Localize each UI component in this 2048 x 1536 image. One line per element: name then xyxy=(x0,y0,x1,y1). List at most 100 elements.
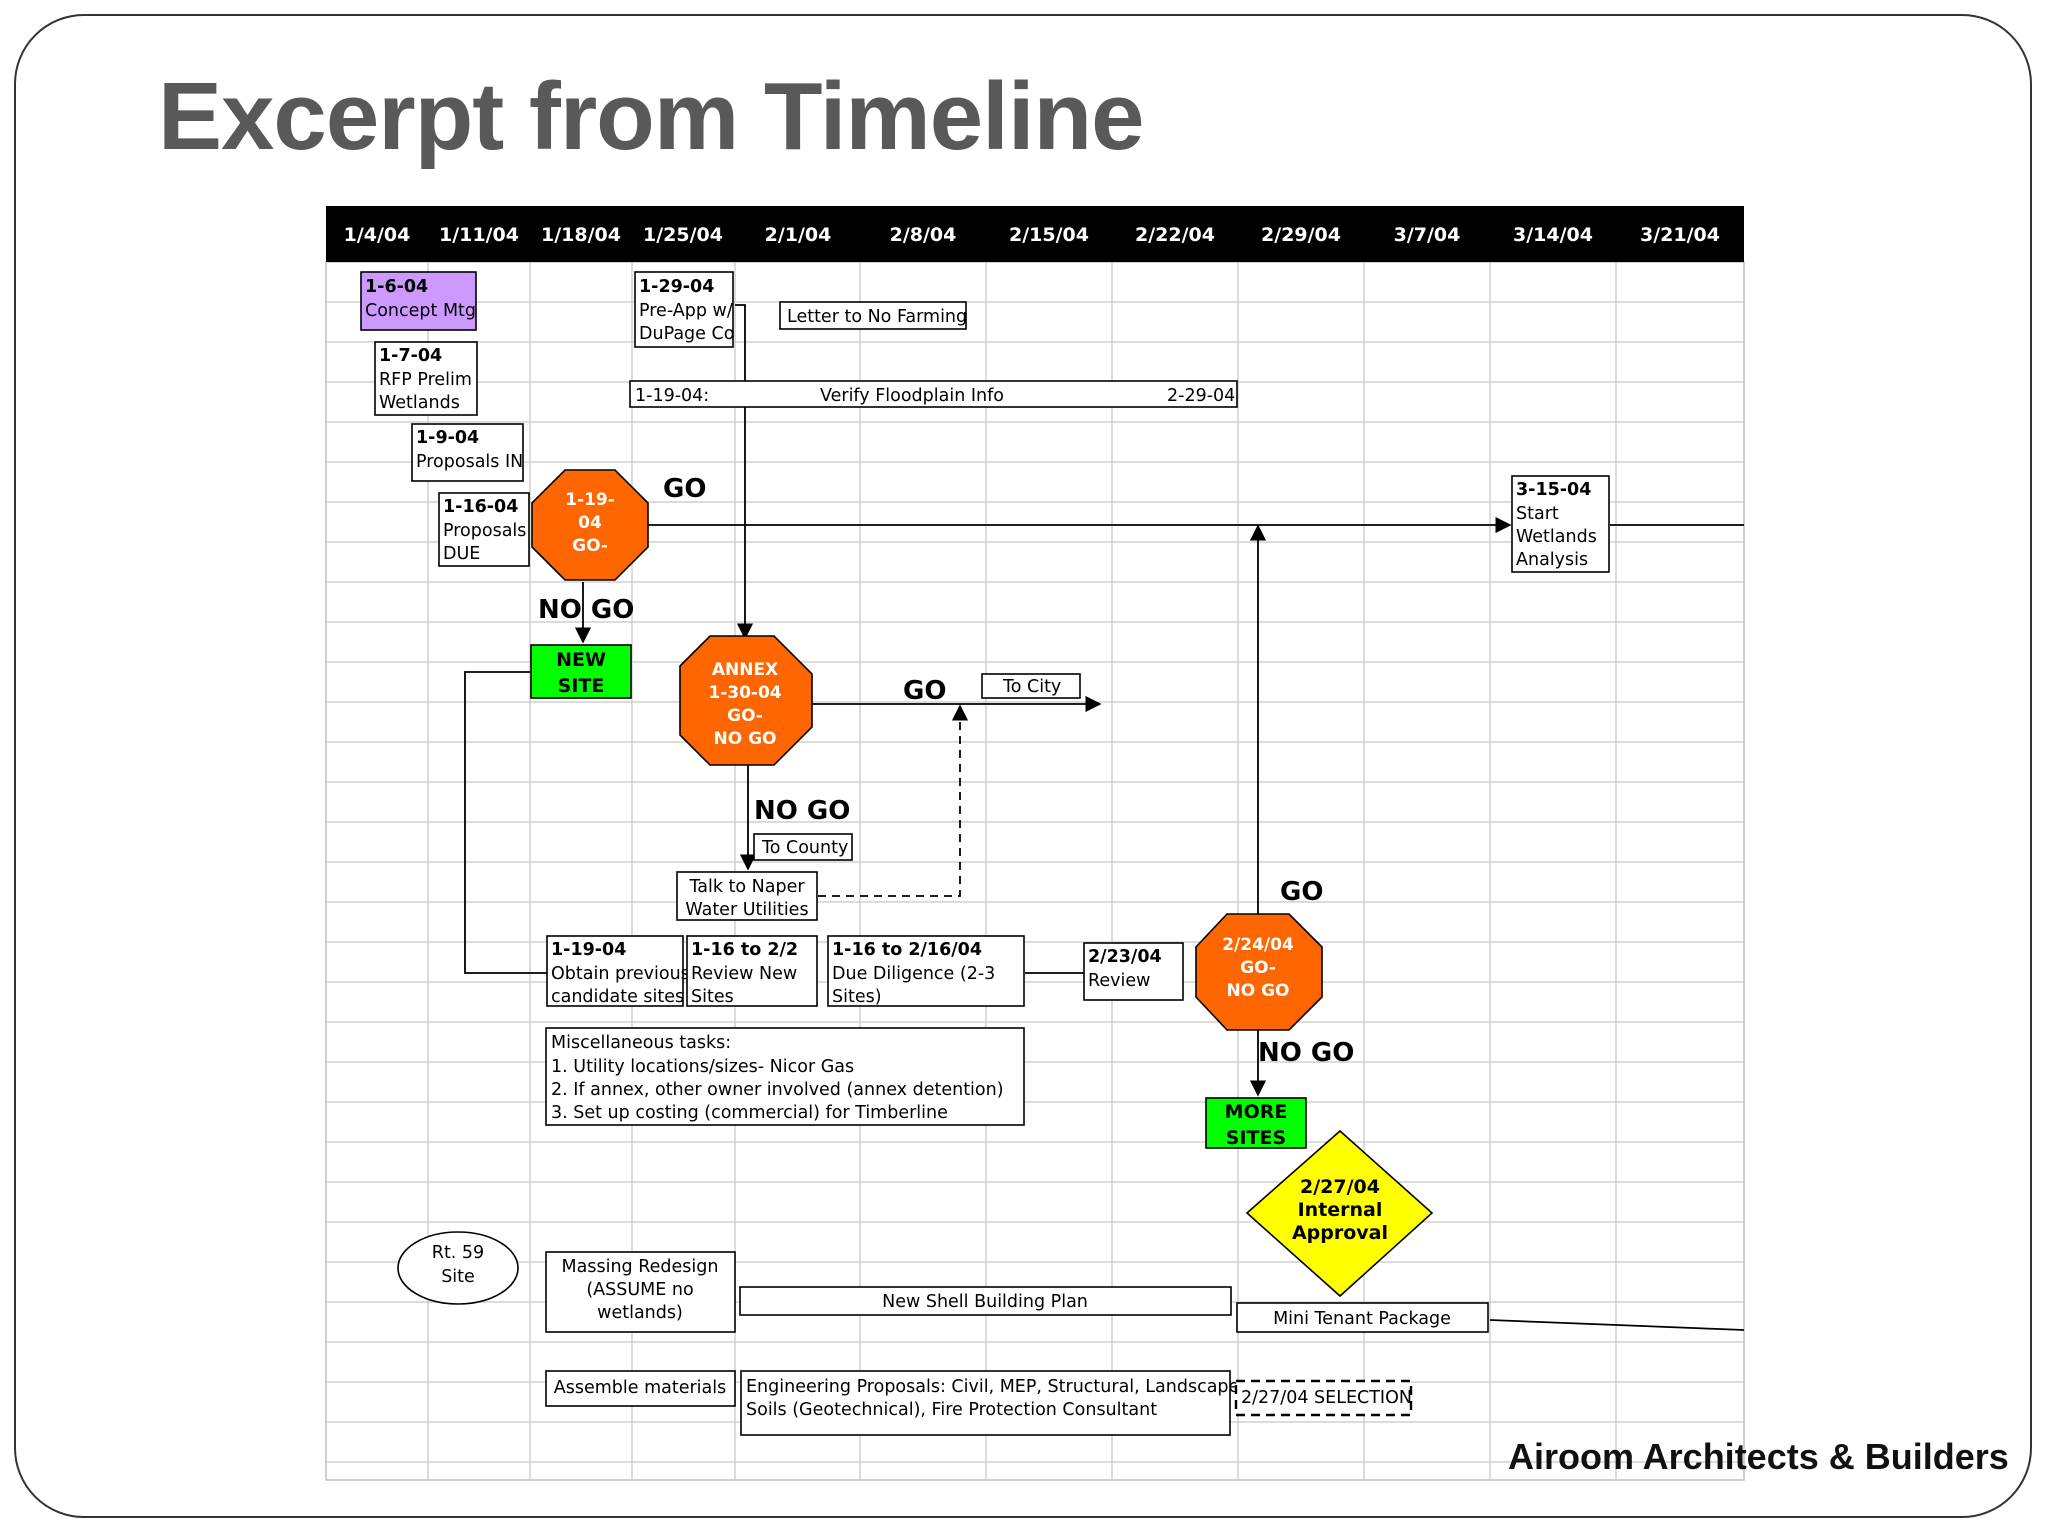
svg-text:NO GO: NO GO xyxy=(713,729,776,749)
date-label: 3/7/04 xyxy=(1394,224,1461,246)
review-new-sites-box: 1-16 to 2/2 Review New Sites xyxy=(686,935,818,1007)
svg-text:To City: To City xyxy=(1002,677,1061,697)
slide-title: Excerpt from Timeline xyxy=(158,63,1145,170)
more-sites-box: MORE SITES xyxy=(1205,1097,1307,1149)
svg-text:3. Set up costing (commercial): 3. Set up costing (commercial) for Timbe… xyxy=(551,1103,948,1123)
date-label: 1/25/04 xyxy=(643,224,723,246)
svg-text:Talk to Naper: Talk to Naper xyxy=(688,877,805,897)
go-label: GO xyxy=(903,676,946,706)
date-label: 2/15/04 xyxy=(1009,224,1089,246)
svg-text:1-19-04:: 1-19-04: xyxy=(635,386,709,406)
go-label: GO xyxy=(1280,877,1323,907)
svg-text:Sites): Sites) xyxy=(832,987,882,1007)
svg-text:Miscellaneous tasks:: Miscellaneous tasks: xyxy=(551,1033,731,1053)
due-diligence-box: 1-16 to 2/16/04 Due Diligence (2-3 Sites… xyxy=(827,935,1025,1007)
svg-text:SITE: SITE xyxy=(558,675,605,697)
svg-text:Rt. 59: Rt. 59 xyxy=(432,1243,484,1263)
date-label: 1/4/04 xyxy=(344,224,411,246)
svg-text:2/27/04 SELECTION: 2/27/04 SELECTION xyxy=(1241,1388,1412,1408)
svg-text:Proposals IN: Proposals IN xyxy=(416,452,523,472)
rt-59-site-ellipse: Rt. 59 Site xyxy=(397,1231,519,1305)
date-label: 3/14/04 xyxy=(1513,224,1593,246)
svg-text:wetlands): wetlands) xyxy=(597,1303,683,1323)
pre-app-box: 1-29-04 Pre-App w/ DuPage Co xyxy=(634,271,734,348)
svg-text:Review: Review xyxy=(1088,971,1150,991)
svg-text:Assemble materials: Assemble materials xyxy=(554,1378,726,1398)
rfp-prelim-box: 1-7-04 RFP Prelim Wetlands xyxy=(374,341,478,416)
concept-date: 1-6-04 xyxy=(365,277,428,297)
no-go-label: NO GO xyxy=(1258,1038,1354,1068)
decision-annex-octagon: ANNEX 1-30-04 GO- NO GO xyxy=(679,635,813,766)
svg-text:ANNEX: ANNEX xyxy=(712,660,778,680)
new-shell-plan-bar: New Shell Building Plan xyxy=(739,1286,1232,1316)
internal-approval-diamond: 2/27/04 Internal Approval xyxy=(1245,1129,1434,1298)
svg-text:New Shell Building Plan: New Shell Building Plan xyxy=(882,1292,1088,1312)
date-label: 1/11/04 xyxy=(439,224,519,246)
svg-text:Analysis: Analysis xyxy=(1516,550,1588,570)
svg-text:1-9-04: 1-9-04 xyxy=(416,428,479,448)
svg-text:Sites: Sites xyxy=(691,987,734,1007)
svg-text:1-19-: 1-19- xyxy=(565,490,615,510)
svg-text:Pre-App w/: Pre-App w/ xyxy=(639,301,733,321)
svg-text:Start: Start xyxy=(1516,504,1559,524)
svg-text:2-29-04: 2-29-04 xyxy=(1167,386,1235,406)
no-go-label: NO GO xyxy=(754,796,850,826)
svg-text:Massing Redesign: Massing Redesign xyxy=(562,1257,719,1277)
decision-1-19-04-octagon: 1-19- 04 GO- xyxy=(531,469,649,581)
svg-text:1-30-04: 1-30-04 xyxy=(708,683,781,703)
svg-text:(ASSUME no: (ASSUME no xyxy=(586,1280,693,1300)
svg-text:DUE: DUE xyxy=(443,544,480,564)
proposals-due-box: 1-16-04 Proposals DUE xyxy=(438,492,530,567)
svg-text:Review New: Review New xyxy=(691,964,797,984)
svg-text:RFP Prelim: RFP Prelim xyxy=(379,370,472,390)
to-county-box: To County xyxy=(753,833,853,861)
misc-tasks-box: Miscellaneous tasks: 1. Utility location… xyxy=(545,1027,1025,1126)
svg-text:2/27/04: 2/27/04 xyxy=(1300,1176,1380,1198)
svg-text:Proposals: Proposals xyxy=(443,521,526,541)
svg-text:3-15-04: 3-15-04 xyxy=(1516,480,1591,500)
no-go-label: NO GO xyxy=(538,595,634,625)
svg-text:Soils (Geotechnical), Fire Pro: Soils (Geotechnical), Fire Protection Co… xyxy=(746,1400,1157,1420)
assemble-materials-box: Assemble materials xyxy=(545,1370,736,1407)
mini-tenant-package-box: Mini Tenant Package xyxy=(1236,1302,1489,1333)
svg-text:MORE: MORE xyxy=(1225,1101,1288,1123)
svg-text:Due Diligence (2-3: Due Diligence (2-3 xyxy=(832,964,995,984)
svg-text:1-16-04: 1-16-04 xyxy=(443,497,518,517)
svg-text:Site: Site xyxy=(441,1267,475,1287)
obtain-sites-box: 1-19-04 Obtain previous candidate sites xyxy=(546,935,690,1007)
date-label: 3/21/04 xyxy=(1640,224,1720,246)
engineering-proposals-box: Engineering Proposals: Civil, MEP, Struc… xyxy=(740,1370,1245,1436)
selection-dashed-box: 2/27/04 SELECTION xyxy=(1234,1379,1413,1417)
svg-text:Mini Tenant Package: Mini Tenant Package xyxy=(1273,1309,1451,1329)
svg-text:1-16 to 2/2: 1-16 to 2/2 xyxy=(691,940,798,960)
svg-text:DuPage Co: DuPage Co xyxy=(639,324,734,344)
decision-2-24-04-octagon: 2/24/04 GO- NO GO xyxy=(1195,913,1323,1031)
svg-text:Letter to No Farming: Letter to No Farming xyxy=(787,307,967,327)
svg-text:1-19-04: 1-19-04 xyxy=(551,940,626,960)
connectors xyxy=(464,304,1745,1331)
svg-text:1. Utility locations/sizes- Ni: 1. Utility locations/sizes- Nicor Gas xyxy=(551,1057,854,1077)
letter-no-farming-box: Letter to No Farming xyxy=(779,301,967,330)
svg-text:1-16 to 2/16/04: 1-16 to 2/16/04 xyxy=(832,940,982,960)
svg-text:Wetlands: Wetlands xyxy=(379,393,460,413)
svg-text:NEW: NEW xyxy=(556,649,606,671)
svg-text:2/24/04: 2/24/04 xyxy=(1222,935,1294,955)
go-label: GO xyxy=(663,474,706,504)
svg-text:To County: To County xyxy=(761,838,848,858)
date-header-bar xyxy=(326,206,1744,262)
date-label: 2/22/04 xyxy=(1135,224,1215,246)
svg-text:1-29-04: 1-29-04 xyxy=(639,277,714,297)
svg-text:Approval: Approval xyxy=(1292,1222,1388,1244)
svg-text:candidate sites: candidate sites xyxy=(551,987,684,1007)
svg-text:NO GO: NO GO xyxy=(1226,981,1289,1001)
svg-text:1-7-04: 1-7-04 xyxy=(379,346,442,366)
to-city-box: To City xyxy=(981,673,1081,699)
start-wetlands-box: 3-15-04 Start Wetlands Analysis xyxy=(1511,475,1610,573)
verify-floodplain-bar: 1-19-04: Verify Floodplain Info 2-29-04 xyxy=(629,380,1238,408)
concept-label: Concept Mtg xyxy=(365,301,476,321)
concept-mtg-box: 1-6-04 Concept Mtg xyxy=(360,271,477,331)
svg-text:SITES: SITES xyxy=(1226,1127,1286,1149)
svg-text:Wetlands: Wetlands xyxy=(1516,527,1597,547)
svg-text:GO-: GO- xyxy=(1240,958,1276,978)
